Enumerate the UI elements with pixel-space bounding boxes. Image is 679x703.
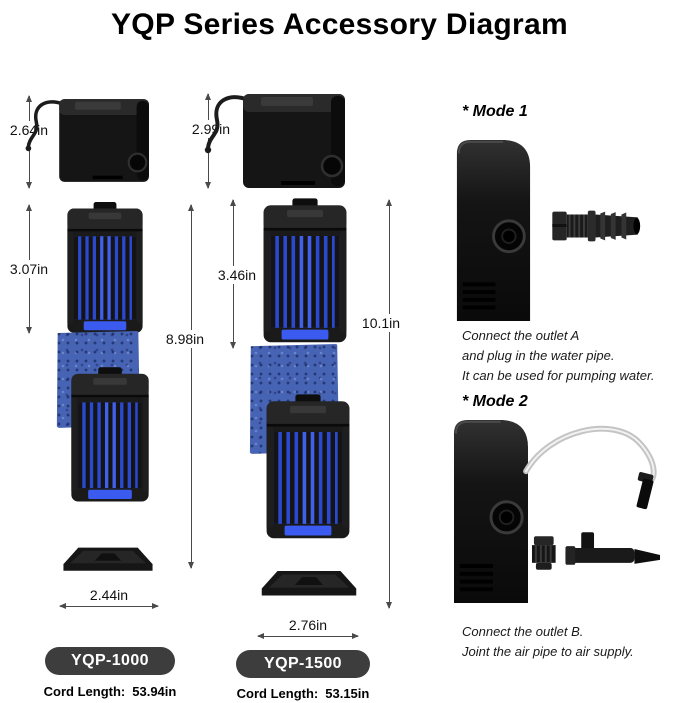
barb-fitting-graphic bbox=[550, 202, 642, 250]
yqp1000-filter-sponge-illustration bbox=[68, 367, 152, 510]
yqp1500-total-height-line bbox=[386, 199, 392, 609]
pump-motor-graphic bbox=[203, 86, 353, 196]
mode1-caption-line-2: and plug in the water pipe. bbox=[462, 348, 615, 364]
mode1-caption: Connect the outlet A and plug in the wat… bbox=[462, 326, 654, 386]
yqp1000-base-plate-illustration bbox=[58, 541, 158, 579]
yqp1500-pump-motor-illustration bbox=[203, 86, 353, 201]
filter-graphic bbox=[263, 394, 353, 542]
yqp1500-pump-height-label: 2.99in bbox=[188, 120, 234, 138]
mode2-pump-panel-illustration bbox=[452, 418, 530, 608]
yqp1500-filter-illustration bbox=[260, 198, 350, 351]
mode2-heading: * Mode 2 bbox=[462, 393, 528, 410]
yqp1000-filter-height-label: 3.07in bbox=[6, 260, 52, 278]
mode2-caption-line-2: Joint the air pipe to air supply. bbox=[462, 644, 634, 660]
mode1-pump-panel-illustration bbox=[455, 138, 532, 326]
yqp1000-filter-illustration bbox=[64, 202, 146, 341]
mode1-caption-line-1: Connect the outlet A bbox=[462, 328, 580, 343]
mode1-heading: * Mode 1 bbox=[462, 103, 528, 120]
base-plate-graphic bbox=[256, 564, 362, 599]
mode1-barb-fitting-illustration bbox=[550, 202, 642, 255]
pump-motor-graphic bbox=[24, 92, 156, 189]
yqp1500-badge: YQP-1500 bbox=[236, 650, 370, 678]
filter-graphic bbox=[68, 367, 152, 505]
yqp1000-total-height-label: 8.98in bbox=[162, 330, 208, 348]
yqp1500-base-width-line bbox=[257, 633, 359, 639]
yqp1000-base-width-label: 2.44in bbox=[86, 586, 132, 604]
yqp1000-pump-motor-illustration bbox=[24, 92, 156, 194]
yqp1500-cord-length: Cord Length: 53.15in bbox=[210, 686, 396, 701]
filter-graphic bbox=[64, 202, 146, 336]
air-tube-graphic bbox=[523, 425, 661, 570]
mode1-caption-line-3: It can be used for pumping water. bbox=[462, 368, 655, 384]
cord-length-label: Cord Length: bbox=[43, 684, 126, 699]
yqp1000-total-height-line bbox=[188, 204, 194, 569]
base-plate-graphic bbox=[58, 541, 158, 574]
mode2-air-tube-illustration bbox=[522, 420, 670, 622]
yqp1000-cord-length: Cord Length: 53.94in bbox=[18, 684, 202, 699]
cord-length-value: 53.15in bbox=[325, 686, 370, 701]
yqp1500-filter-sponge-illustration bbox=[263, 394, 353, 547]
yqp1000-pump-height-label: 2.64in bbox=[6, 121, 52, 139]
yqp1500-base-plate-illustration bbox=[256, 564, 362, 604]
pump-panel-graphic bbox=[452, 418, 530, 603]
yqp1500-total-height-label: 10.1in bbox=[358, 314, 404, 332]
cord-length-value: 53.94in bbox=[132, 684, 177, 699]
cord-length-label: Cord Length: bbox=[236, 686, 319, 701]
yqp1500-base-width-label: 2.76in bbox=[285, 616, 331, 634]
filter-graphic bbox=[260, 198, 350, 346]
pump-panel-graphic bbox=[455, 138, 532, 321]
yqp1000-badge: YQP-1000 bbox=[45, 647, 175, 675]
yqp1000-base-width-line bbox=[59, 603, 159, 609]
mode2-caption-line-1: Connect the outlet B. bbox=[462, 624, 584, 639]
mode2-caption: Connect the outlet B. Joint the air pipe… bbox=[462, 622, 634, 662]
page-title: YQP Series Accessory Diagram bbox=[111, 8, 568, 41]
yqp1500-filter-height-label: 3.46in bbox=[214, 266, 260, 284]
